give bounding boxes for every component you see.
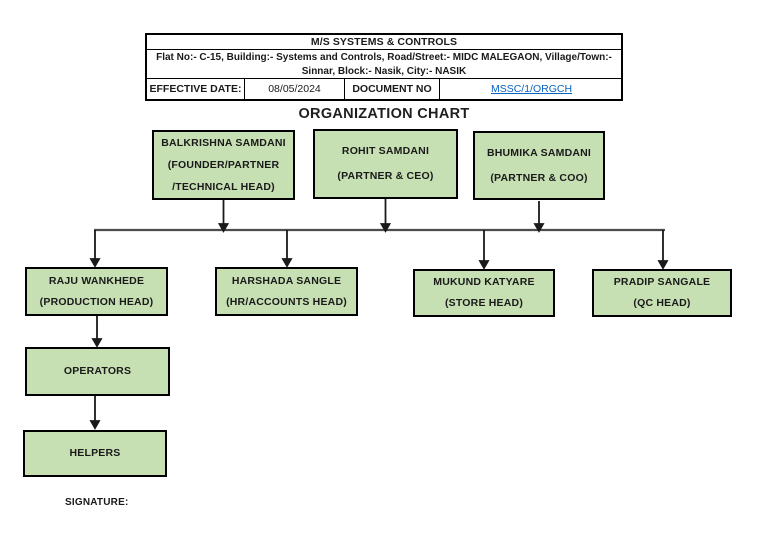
node-name: RAJU WANKHEDE — [48, 274, 145, 287]
node-name: HELPERS — [69, 447, 121, 459]
arrowhead-operators — [91, 338, 103, 348]
document-no-label: DOCUMENT NO — [345, 79, 440, 99]
org-node-rohit-samdani: ROHIT SAMDANI (PARTNER & CEO) — [313, 129, 458, 199]
node-role: (PARTNER & COO) — [490, 171, 588, 184]
node-name: ROHIT SAMDANI — [341, 145, 430, 157]
node-role: (STORE HEAD) — [444, 297, 524, 309]
node-role: (PARTNER & CEO) — [337, 170, 434, 182]
org-node-mukund-katyare: MUKUND KATYARE (STORE HEAD) — [413, 269, 555, 317]
arrowhead-pradip — [657, 260, 669, 270]
node-role-line2: /TECHNICAL HEAD) — [172, 180, 275, 193]
effective-date-label: EFFECTIVE DATE: — [147, 79, 245, 99]
node-name: OPERATORS — [63, 365, 132, 377]
effective-date-value: 08/05/2024 — [245, 79, 345, 99]
org-node-operators: OPERATORS — [25, 347, 170, 396]
org-node-balkrishna-samdani: BALKRISHNA SAMDANI (FOUNDER/PARTNER /TEC… — [152, 130, 295, 200]
node-role-line1: (FOUNDER/PARTNER — [167, 158, 280, 171]
node-name: HARSHADA SANGLE — [231, 274, 342, 287]
address-line-2: Sinnar, Block:- Nasik, City:- NASIK — [301, 66, 467, 77]
arrowhead-harshada — [281, 258, 293, 268]
org-node-harshada-sangle: HARSHADA SANGLE (HR/ACCOUNTS HEAD) — [215, 267, 358, 316]
arrowhead-raju — [89, 258, 101, 268]
org-node-helpers: HELPERS — [23, 430, 167, 477]
arrowhead-mukund — [478, 260, 490, 270]
company-address: Flat No:- C-15, Building:- Systems and C… — [147, 50, 621, 79]
address-line-1: Flat No:- C-15, Building:- Systems and C… — [156, 52, 612, 63]
org-node-raju-wankhede: RAJU WANKHEDE (PRODUCTION HEAD) — [25, 267, 168, 316]
arrowhead-helpers — [89, 420, 101, 430]
node-role: (HR/ACCOUNTS HEAD) — [226, 295, 347, 308]
arrowhead-balkrishna — [217, 223, 230, 233]
node-role: (PRODUCTION HEAD) — [39, 295, 154, 308]
node-name: BALKRISHNA SAMDANI — [161, 136, 286, 149]
node-name: PRADIP SANGALE — [613, 276, 711, 288]
connector-lines — [89, 199, 669, 430]
node-name: BHUMIKA SAMDANI — [486, 146, 592, 159]
node-name: MUKUND KATYARE — [433, 276, 535, 288]
document-header-table: M/S SYSTEMS & CONTROLS Flat No:- C-15, B… — [145, 33, 623, 101]
document-meta-row: EFFECTIVE DATE: 08/05/2024 DOCUMENT NO M… — [147, 79, 621, 99]
document-no-link[interactable]: MSSC/1/ORGCH — [490, 83, 573, 95]
org-node-bhumika-samdani: BHUMIKA SAMDANI (PARTNER & COO) — [473, 131, 605, 200]
signature-label: SIGNATURE: — [65, 497, 129, 508]
node-role: (QC HEAD) — [633, 297, 691, 309]
org-node-pradip-sangale: PRADIP SANGALE (QC HEAD) — [592, 269, 732, 317]
arrowhead-rohit — [379, 223, 392, 233]
arrowhead-bhumika — [533, 223, 545, 233]
company-name: M/S SYSTEMS & CONTROLS — [147, 35, 621, 50]
chart-title: ORGANIZATION CHART — [298, 106, 470, 122]
